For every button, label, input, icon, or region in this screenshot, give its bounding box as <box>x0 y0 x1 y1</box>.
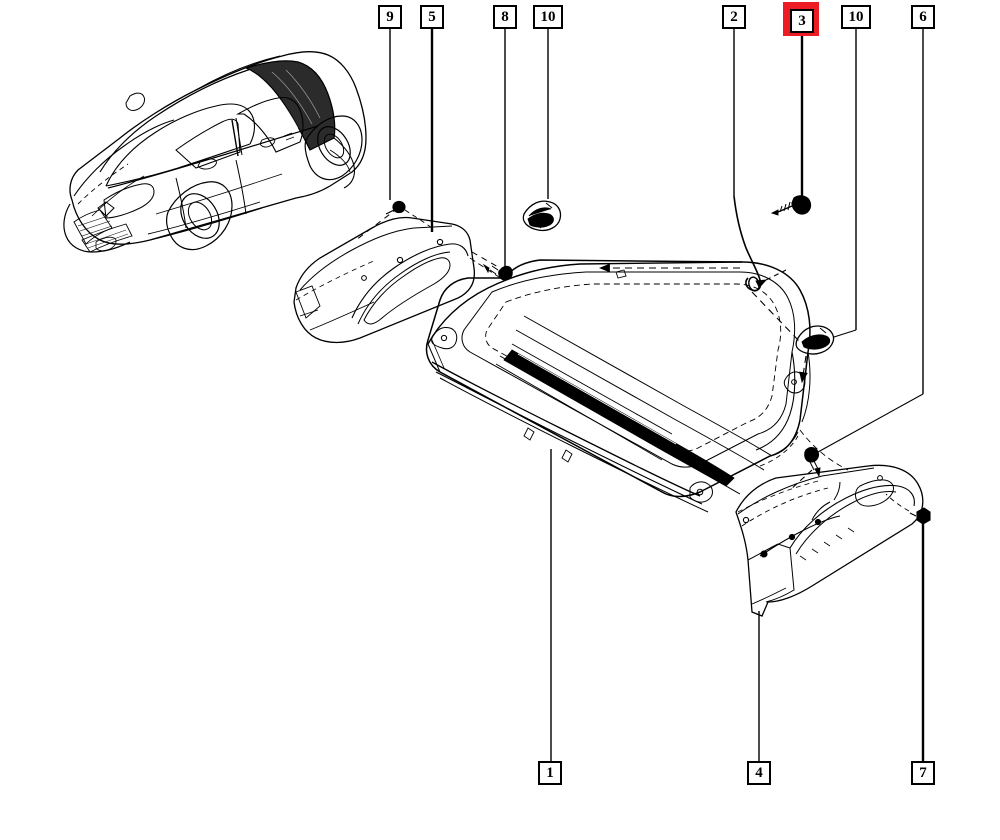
callout-6[interactable]: 6 <box>911 5 935 29</box>
part-support-bracket-left <box>522 200 562 232</box>
part-rear-side-trim-panel-right <box>735 464 924 617</box>
callout-10-left[interactable]: 10 <box>533 5 563 29</box>
part-fixing-screw <box>770 195 812 216</box>
part-grommet-clip <box>385 200 433 229</box>
part-fixing-nut <box>885 493 931 525</box>
callout-10-right[interactable]: 10 <box>841 5 871 29</box>
callout-8[interactable]: 8 <box>493 5 517 29</box>
callout-2[interactable]: 2 <box>722 5 746 29</box>
callout-leader-lines <box>389 29 925 761</box>
assembly-guide-lines <box>469 257 849 491</box>
callout-1[interactable]: 1 <box>538 761 562 785</box>
callout-4[interactable]: 4 <box>747 761 771 785</box>
part-rear-side-trim-panel-left <box>293 207 501 344</box>
callout-9[interactable]: 9 <box>378 5 402 29</box>
callout-5[interactable]: 5 <box>420 5 444 29</box>
part-retaining-cord <box>733 195 787 292</box>
vehicle-illustration <box>63 51 367 253</box>
callout-7[interactable]: 7 <box>911 761 935 785</box>
part-parcel-shelf <box>425 259 811 513</box>
part-fixing-screw-right <box>804 393 924 478</box>
callout-3[interactable]: 3 <box>790 9 814 33</box>
part-support-bracket-right <box>795 325 857 355</box>
